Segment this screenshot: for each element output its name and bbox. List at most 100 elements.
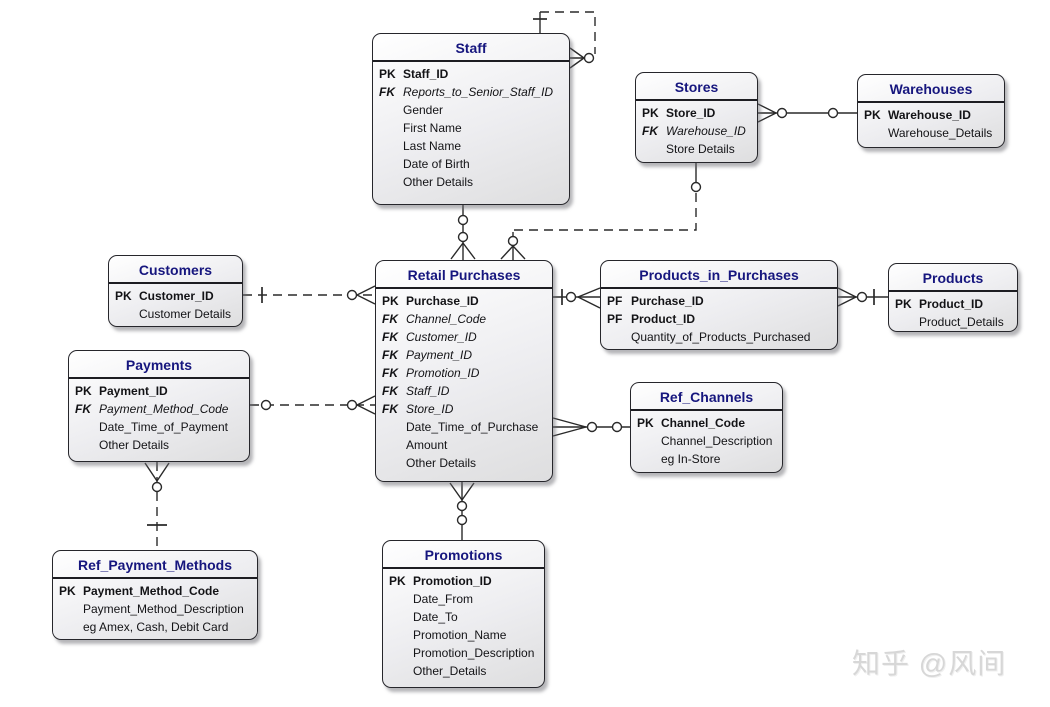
key-indicator: FK [379, 85, 395, 99]
relationship-payments-retail-purchases [250, 395, 376, 415]
key-indicator: PK [59, 584, 76, 598]
key-indicator [373, 101, 403, 119]
attribute-name: Promotion_ID [413, 574, 492, 588]
key-indicator [373, 119, 403, 137]
attribute-row: Quantity_of_Products_Purchased [601, 328, 837, 346]
key-indicator: PK [379, 67, 396, 81]
attribute-row: First Name [373, 119, 569, 137]
attribute-name: Customer_ID [139, 289, 214, 303]
key-indicator [383, 590, 413, 608]
attribute-row: Promotion_Name [383, 626, 544, 644]
attribute-name: Last Name [403, 139, 462, 153]
attribute-row: PK Payment_ID [69, 382, 249, 400]
attribute-row: FK Warehouse_ID [636, 122, 757, 140]
attribute-name: Store Details [666, 142, 735, 156]
attribute-name: Warehouse_ID [666, 124, 746, 138]
attribute-name: Other Details [403, 175, 474, 189]
attribute-row: Other_Details [383, 662, 544, 680]
attribute-row: FK Reports_to_Senior_Staff_ID [373, 83, 569, 101]
key-indicator: FK [642, 124, 658, 138]
attribute-row: Store Details [636, 140, 757, 158]
key-indicator: PK [115, 289, 132, 303]
attribute-row: Other Details [373, 173, 569, 191]
key-indicator [69, 436, 99, 454]
entity-title: Stores [636, 73, 757, 101]
attribute-row: Amount [376, 436, 552, 454]
attribute-name: Payment_Method_Description [83, 602, 244, 616]
attribute-name: Channel_Code [661, 416, 746, 430]
attribute-row: Last Name [373, 137, 569, 155]
attribute-name: Reports_to_Senior_Staff_ID [403, 85, 554, 99]
relationship-customers-retail-purchases [243, 285, 376, 305]
key-indicator [53, 618, 83, 636]
attribute-name: Amount [406, 438, 448, 452]
key-indicator: PF [607, 312, 623, 326]
attribute-name: eg Amex, Cash, Debit Card [83, 620, 229, 634]
key-indicator: FK [382, 384, 398, 398]
key-indicator: FK [382, 312, 398, 326]
attribute-name: Promotion_ID [406, 366, 480, 380]
attribute-row: Date of Birth [373, 155, 569, 173]
attribute-name: Other Details [406, 456, 477, 470]
attribute-row: FK Staff_ID [376, 382, 552, 400]
key-indicator: FK [75, 402, 91, 416]
key-indicator: PK [864, 108, 881, 122]
attribute-row: Other Details [69, 436, 249, 454]
attribute-name: eg In-Store [661, 452, 721, 466]
attribute-name: Channel_Description [661, 434, 773, 448]
attribute-name: Other Details [99, 438, 170, 452]
attribute-row: Channel_Description [631, 432, 782, 450]
key-indicator [383, 626, 413, 644]
relationship-staff-retail-purchases [450, 205, 476, 260]
entity-title: Ref_Payment_Methods [53, 551, 257, 579]
key-indicator: PK [642, 106, 659, 120]
attribute-name: Date_To [413, 610, 458, 624]
attribute-name: Customer Details [139, 307, 232, 321]
attribute-row: Warehouse_Details [858, 124, 1004, 142]
attribute-name: Payment_Method_Code [99, 402, 229, 416]
attribute-row: Product_Details [889, 313, 1017, 331]
attribute-row: Date_Time_of_Purchase [376, 418, 552, 436]
attribute-name: Promotion_Name [413, 628, 507, 642]
attribute-name: Staff_ID [406, 384, 450, 398]
attribute-row: FK Payment_Method_Code [69, 400, 249, 418]
key-indicator: PK [382, 294, 399, 308]
entity-title: Promotions [383, 541, 544, 569]
attribute-row: Gender [373, 101, 569, 119]
attribute-name: Product_Details [919, 315, 1004, 329]
key-indicator: FK [382, 366, 398, 380]
key-indicator [109, 305, 139, 323]
attribute-name: Payment_ID [99, 384, 168, 398]
relationship-staff-self [533, 11, 596, 69]
key-indicator [889, 313, 919, 331]
key-indicator [376, 454, 406, 472]
attribute-name: Date of Birth [403, 157, 470, 171]
key-indicator [383, 644, 413, 662]
key-indicator: PK [895, 297, 912, 311]
relationship-retail-purchases-promotions [449, 482, 475, 540]
attribute-name: Date_From [413, 592, 474, 606]
key-indicator: PK [75, 384, 92, 398]
entity-title: Products [889, 264, 1017, 292]
attribute-row: Other Details [376, 454, 552, 472]
key-indicator [373, 137, 403, 155]
attribute-name: Customer_ID [406, 330, 477, 344]
